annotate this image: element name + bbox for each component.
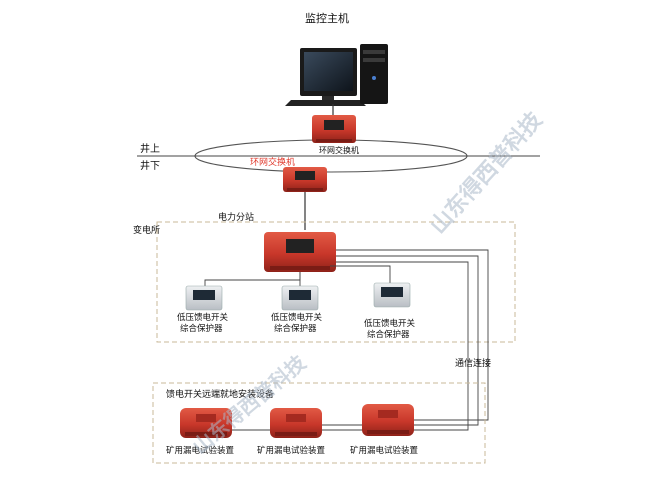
leak-tester-label: 矿用漏电试验装置 (166, 445, 235, 456)
protector-device (281, 285, 319, 311)
ring-switch-device-bottom (283, 167, 327, 192)
watermark: 山东得西普科技 (425, 106, 548, 239)
label-above-ground: 井上 (140, 142, 160, 155)
feeder-area-frame (152, 382, 486, 464)
leak-tester-device (362, 404, 414, 436)
protector-device (185, 285, 223, 311)
protector-label-line2: 综合保护器 (367, 329, 410, 340)
leak-tester-label: 矿用漏电试验装置 (257, 445, 326, 456)
protector-label-line2: 综合保护器 (180, 323, 223, 334)
substation-area-frame (156, 221, 516, 343)
ring-switch-device-top (312, 115, 356, 143)
feeder-area-label: 馈电开关远端就地安装设备 (166, 388, 274, 400)
leak-tester-device (180, 408, 232, 438)
computer-icon (285, 44, 388, 106)
protector-device (373, 282, 411, 308)
leak-tester-device (270, 408, 322, 438)
power-substation-device (264, 232, 336, 272)
leak-tester-label: 矿用漏电试验装置 (350, 445, 419, 456)
label-below-ground: 井下 (140, 159, 160, 172)
protector-label-line1: 低压馈电开关 (271, 312, 323, 323)
ring-switch-label-top: 环网交换机 (319, 145, 359, 155)
ring-switch-label-bottom: 环网交换机 (250, 156, 295, 168)
protector-label-line2: 综合保护器 (274, 323, 317, 334)
protector-label-line1: 低压馈电开关 (177, 312, 229, 323)
watermark: 山东得西普科技 (188, 350, 311, 459)
protector-wiring (204, 265, 391, 286)
comm-connection-label: 通信连接 (455, 357, 491, 369)
power-substation-label: 电力分站 (218, 211, 254, 223)
monitor-host-title: 监控主机 (305, 11, 349, 25)
protector-label-line1: 低压馈电开关 (364, 318, 416, 329)
substation-area-label: 变电所 (133, 224, 160, 236)
